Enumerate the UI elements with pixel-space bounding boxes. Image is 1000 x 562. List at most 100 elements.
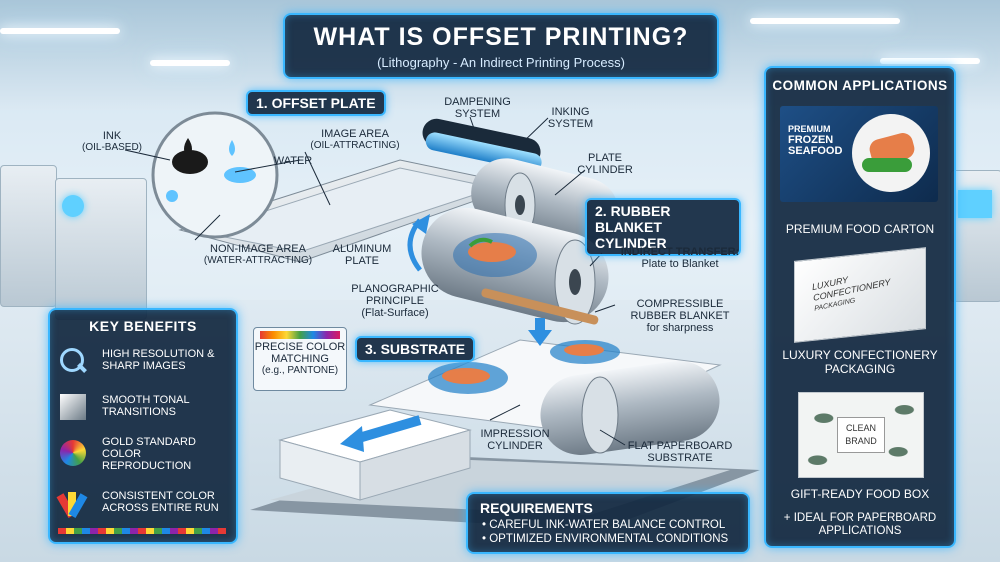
box-line: CLEAN (845, 423, 876, 433)
page-title: WHAT IS OFFSET PRINTING? (313, 23, 689, 51)
compressible-label: COMPRESSIBLE RUBBER BLANKET for sharpnes… (615, 298, 745, 334)
application-caption: LUXURY CONFECTIONERY PACKAGING (766, 348, 954, 376)
ink-label: INK (OIL-BASED) (82, 130, 142, 154)
plate-cylinder-label: PLATE CYLINDER (570, 152, 640, 176)
box-line: BRAND (845, 436, 877, 446)
image-area-sub: (OIL-ATTRACTING) (310, 140, 400, 151)
output-arrow (350, 415, 422, 445)
benefit-line: COLOR (102, 448, 142, 460)
frozen-seafood-box: PREMIUM FROZEN SEAFOOD (780, 106, 938, 202)
applications-footer: + IDEAL FOR PAPERBOARD APPLICATIONS (766, 512, 954, 538)
planographic-label: PLANOGRAPHIC PRINCIPLE (Flat-Surface) (340, 283, 450, 319)
magnifier-icon-handle (77, 363, 87, 373)
inking-label: INKING SYSTEM (538, 106, 603, 130)
blanket-tag: 2. RUBBER BLANKET CYLINDER (585, 198, 741, 256)
application-caption-line: LUXURY CONFECTIONERY (782, 348, 938, 362)
benefit-line: REPRODUCTION (102, 460, 192, 472)
application-caption-line: PACKAGING (824, 362, 896, 376)
planographic-text-3: (Flat-Surface) (361, 307, 429, 319)
applications-heading: COMMON APPLICATIONS (772, 78, 948, 93)
ceiling-lamp (880, 58, 980, 64)
ceiling-lamp (750, 18, 900, 24)
box-line: PREMIUM (788, 124, 831, 134)
swatch-blade (68, 492, 76, 516)
substrate-tag: 3. SUBSTRATE (355, 336, 476, 362)
box-line: SEAFOOD (788, 145, 843, 157)
dampening-label: DAMPENING SYSTEM (440, 96, 515, 120)
application-caption: GIFT-READY FOOD BOX (790, 487, 930, 501)
aluminum-plate (178, 159, 522, 263)
swatch-fan-icon (56, 490, 88, 518)
plate-magnifier (151, 111, 279, 239)
rotation-arrow-head (412, 214, 430, 234)
ink-label-sub: (OIL-BASED) (82, 142, 143, 153)
precise-color-text-3: (e.g., PANTONE) (261, 365, 339, 376)
ink-label-text: INK (102, 130, 122, 142)
benefit-item: GOLD STANDARD COLOR REPRODUCTION (60, 436, 230, 482)
compressible-text-3: for sharpness (646, 322, 714, 334)
requirement-item: • OPTIMIZED ENVIRONMENTAL CONDITIONS (482, 533, 729, 545)
image-area-text: IMAGE AREA (321, 128, 389, 140)
benefit-line: SHARP IMAGES (102, 360, 186, 372)
non-image-area-text: NON-IMAGE AREA (210, 243, 306, 255)
key-benefits-heading: KEY BENEFITS (89, 318, 197, 334)
box-text: PREMIUM FROZEN SEAFOOD (788, 124, 842, 157)
output-arrow-head (340, 426, 364, 452)
image-area-label: IMAGE AREA (OIL-ATTRACTING) (295, 128, 415, 152)
application-caption: PREMIUM FOOD CARTON (785, 222, 935, 236)
benefit-line: TRANSITIONS (102, 406, 176, 418)
color-bar (58, 528, 226, 534)
flat-paperboard-text-1: FLAT PAPERBOARD (627, 440, 733, 452)
requirements-heading: REQUIREMENTS (480, 500, 593, 516)
benefit-line: CONSISTENT COLOR (102, 490, 215, 502)
non-image-area-sub: (WATER-ATTRACTING) (203, 255, 313, 266)
color-wheel-icon (60, 440, 86, 466)
requirement-item: • CAREFUL INK-WATER BALANCE CONTROL (482, 519, 726, 531)
compressible-text-2: RUBBER BLANKET (630, 310, 730, 322)
substrate-sheet (368, 339, 722, 433)
dampening-text-2: SYSTEM (454, 108, 501, 120)
benefit-line: ACROSS ENTIRE RUN (102, 502, 219, 514)
impression-cylinder (540, 361, 720, 455)
plate-cylinder-text-2: CYLINDER (577, 164, 633, 176)
flat-paperboard-label: FLAT PAPERBOARD SUBSTRATE (615, 440, 745, 464)
greens (862, 158, 912, 172)
offset-plate-tag: 1. OFFSET PLATE (246, 90, 386, 116)
dampening-text-1: DAMPENING (444, 96, 511, 108)
blanket-cylinder (421, 207, 609, 325)
box-line: FROZEN (788, 134, 834, 146)
indirect-transfer-text-1: INDIRECT TRANSFER: (620, 246, 740, 258)
ceiling-lamp (150, 60, 230, 66)
requirements-panel: REQUIREMENTS • CAREFUL INK-WATER BALANCE… (466, 492, 750, 554)
plate-cylinder-text-1: PLATE (587, 152, 623, 164)
compressible-text-1: COMPRESSIBLE (636, 298, 724, 310)
applications-panel: COMMON APPLICATIONS PREMIUM FROZEN SEAFO… (764, 66, 956, 548)
planographic-text-2: PRINCIPLE (365, 295, 425, 307)
requirement-text: OPTIMIZED ENVIRONMENTAL CONDITIONS (489, 533, 729, 545)
impression-text-2: CYLINDER (487, 440, 543, 452)
benefit-text: GOLD STANDARD COLOR REPRODUCTION (102, 436, 196, 472)
aluminum-plate-label: ALUMINUM PLATE (322, 243, 402, 267)
inking-text-2: SYSTEM (547, 118, 594, 130)
benefit-line: SMOOTH TONAL (102, 394, 190, 406)
box-text: LUXURY CONFECTIONERY PACKAGING (811, 266, 892, 315)
ceiling-lamp (0, 28, 120, 34)
box-label: CLEAN BRAND (837, 417, 885, 453)
precise-color-callout: PRECISE COLOR MATCHING (e.g., PANTONE) (253, 327, 347, 391)
benefit-text: CONSISTENT COLOR ACROSS ENTIRE RUN (102, 490, 219, 514)
machine-screen (62, 195, 84, 217)
flat-paperboard-text-2: SUBSTRATE (647, 452, 713, 464)
benefit-text: SMOOTH TONAL TRANSITIONS (102, 394, 190, 418)
benefit-item: SMOOTH TONAL TRANSITIONS (60, 392, 230, 432)
pantone-strip (260, 331, 340, 339)
gradient-icon (60, 394, 86, 420)
title-panel: WHAT IS OFFSET PRINTING? (Lithography - … (283, 13, 719, 79)
precise-color-text-1: PRECISE COLOR (254, 341, 346, 353)
impression-text-1: IMPRESSION (480, 428, 550, 440)
benefit-item: CONSISTENT COLOR ACROSS ENTIRE RUN (56, 488, 230, 528)
requirement-text: CAREFUL INK-WATER BALANCE CONTROL (489, 519, 726, 531)
magnifier-icon (60, 348, 84, 372)
background-machine (0, 165, 57, 307)
gift-food-box: CLEAN BRAND (798, 392, 924, 478)
